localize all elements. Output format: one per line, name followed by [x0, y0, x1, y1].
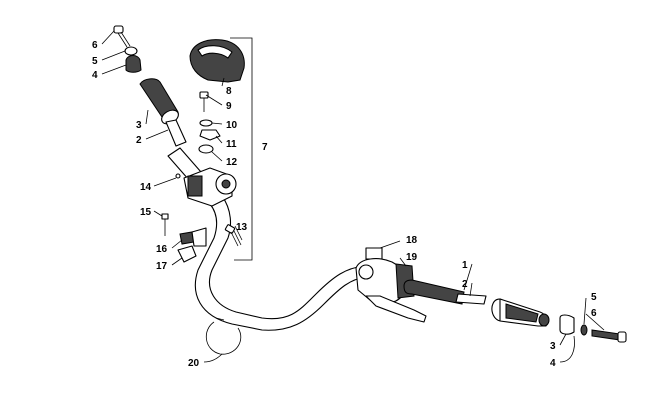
left-grip-assembly [113, 25, 187, 147]
callout-13: 13 [236, 222, 248, 233]
end-screw-right [591, 329, 627, 343]
callouts: 6 5 4 3 2 8 9 10 11 12 7 14 15 13 16 17 … [92, 40, 597, 369]
callout-12: 12 [226, 157, 238, 168]
callout-20: 20 [188, 358, 200, 369]
throttle-block [175, 167, 237, 207]
label-plate [365, 247, 383, 260]
callout-16: 16 [156, 244, 168, 255]
callout-11: 11 [226, 139, 237, 150]
right-control-housing [355, 247, 427, 323]
callout-6-right: 6 [591, 308, 597, 319]
callout-4-right: 4 [550, 358, 556, 369]
callout-2-right: 2 [462, 279, 468, 290]
callout-3-right: 3 [550, 341, 556, 352]
end-weight-left [125, 55, 142, 73]
callout-7: 7 [262, 142, 268, 153]
inner-tube-left [165, 119, 187, 147]
callout-3-left: 3 [136, 120, 142, 131]
screw-13 [224, 224, 242, 247]
callout-18: 18 [406, 235, 418, 246]
callout-5-right: 5 [591, 292, 597, 303]
callout-9: 9 [226, 101, 232, 112]
callout-2-left: 2 [136, 135, 142, 146]
brake-lever [365, 295, 427, 323]
callout-4-left: 4 [92, 70, 98, 81]
throttle-cover [189, 39, 245, 83]
cover-hardware [198, 91, 221, 154]
callout-10: 10 [226, 120, 238, 131]
callout-19: 19 [406, 252, 418, 263]
group-bracket-7 [230, 37, 253, 261]
callout-17: 17 [156, 261, 168, 272]
end-weight-right [559, 314, 575, 335]
callout-15: 15 [140, 207, 152, 218]
washer-left [124, 46, 138, 56]
callout-8: 8 [226, 86, 232, 97]
callout-5-left: 5 [92, 56, 98, 67]
grip-right [491, 298, 550, 327]
callout-1: 1 [462, 260, 468, 271]
hose-clamp [206, 317, 242, 355]
end-screw-left [113, 25, 131, 48]
bracket-parts [177, 227, 207, 263]
leader-lines [101, 30, 605, 363]
right-inner-tube [403, 279, 465, 305]
sleeve-right [455, 293, 487, 305]
washer-right [580, 324, 588, 336]
callout-14: 14 [140, 182, 152, 193]
callout-6-left: 6 [92, 40, 98, 51]
